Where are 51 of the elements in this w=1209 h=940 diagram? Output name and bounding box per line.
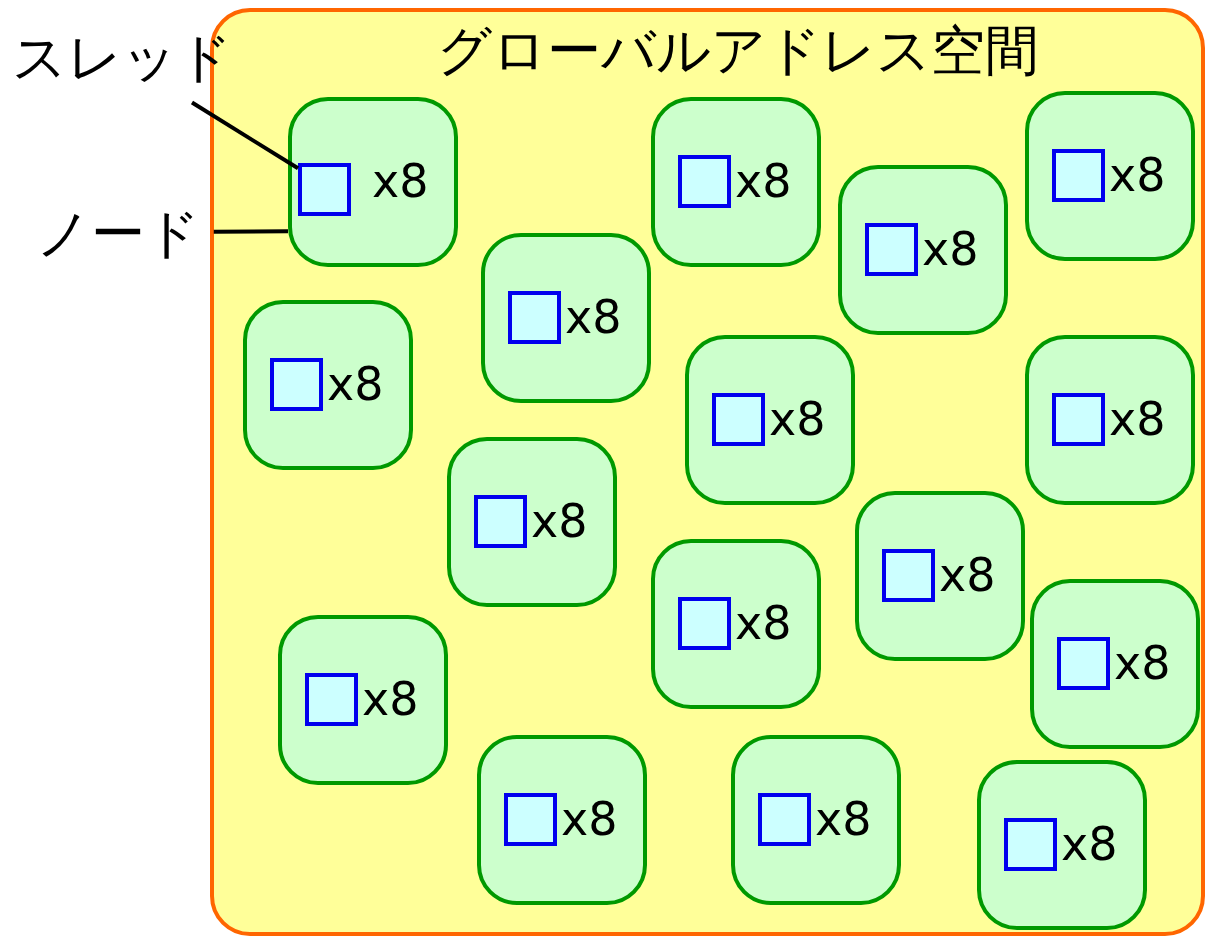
thread-square: [1057, 637, 1110, 690]
thread-square: [678, 597, 731, 650]
multiplier-label: x8: [769, 391, 826, 447]
rounded-box: [651, 97, 821, 267]
rounded-box: [243, 300, 413, 470]
rounded-box: [651, 539, 821, 709]
rounded-box: [731, 735, 901, 905]
thread-square: [504, 793, 557, 846]
multiplier-label: x8: [561, 791, 618, 847]
multiplier-label: x8: [939, 547, 996, 603]
multiplier-label: x8: [1109, 147, 1166, 203]
multiplier-label: x8: [531, 493, 588, 549]
rounded-box: [1025, 91, 1195, 261]
multiplier-label: x8: [922, 221, 979, 277]
thread-square: [882, 549, 935, 602]
rounded-box: [447, 437, 617, 607]
multiplier-label: x8: [1114, 635, 1171, 691]
thread-square: [508, 291, 561, 344]
rounded-box: [1025, 335, 1195, 505]
thread-square: [1052, 149, 1105, 202]
callout-label: ノード: [36, 198, 212, 270]
leader-line: [213, 229, 288, 234]
thread-square: [1052, 393, 1105, 446]
multiplier-label: x8: [327, 356, 384, 412]
multiplier-label: x8: [815, 791, 872, 847]
thread-square: [758, 793, 811, 846]
thread-square: [865, 223, 918, 276]
thread-square: [305, 673, 358, 726]
rounded-box: [685, 335, 855, 505]
rounded-box: [477, 735, 647, 905]
multiplier-label: x8: [362, 671, 419, 727]
thread-square: [270, 358, 323, 411]
rounded-box: [481, 233, 651, 403]
thread-square: [678, 155, 731, 208]
thread-square: [1004, 818, 1057, 871]
thread-square: [298, 163, 351, 216]
thread-square: [474, 495, 527, 548]
multiplier-label: x8: [1061, 816, 1118, 872]
rounded-box: [977, 760, 1147, 930]
multiplier-label: x8: [735, 595, 792, 651]
panel-title: グローバルアドレス空間: [436, 18, 1039, 84]
rounded-box: [278, 615, 448, 785]
rounded-box: [1030, 579, 1200, 749]
rounded-box: [838, 165, 1008, 335]
multiplier-label: x8: [735, 153, 792, 209]
thread-square: [712, 393, 765, 446]
rounded-box: [855, 491, 1025, 661]
multiplier-label: x8: [565, 289, 622, 345]
multiplier-label: x8: [1109, 391, 1166, 447]
multiplier-label: x8: [372, 153, 429, 209]
rounded-box: [288, 97, 458, 267]
